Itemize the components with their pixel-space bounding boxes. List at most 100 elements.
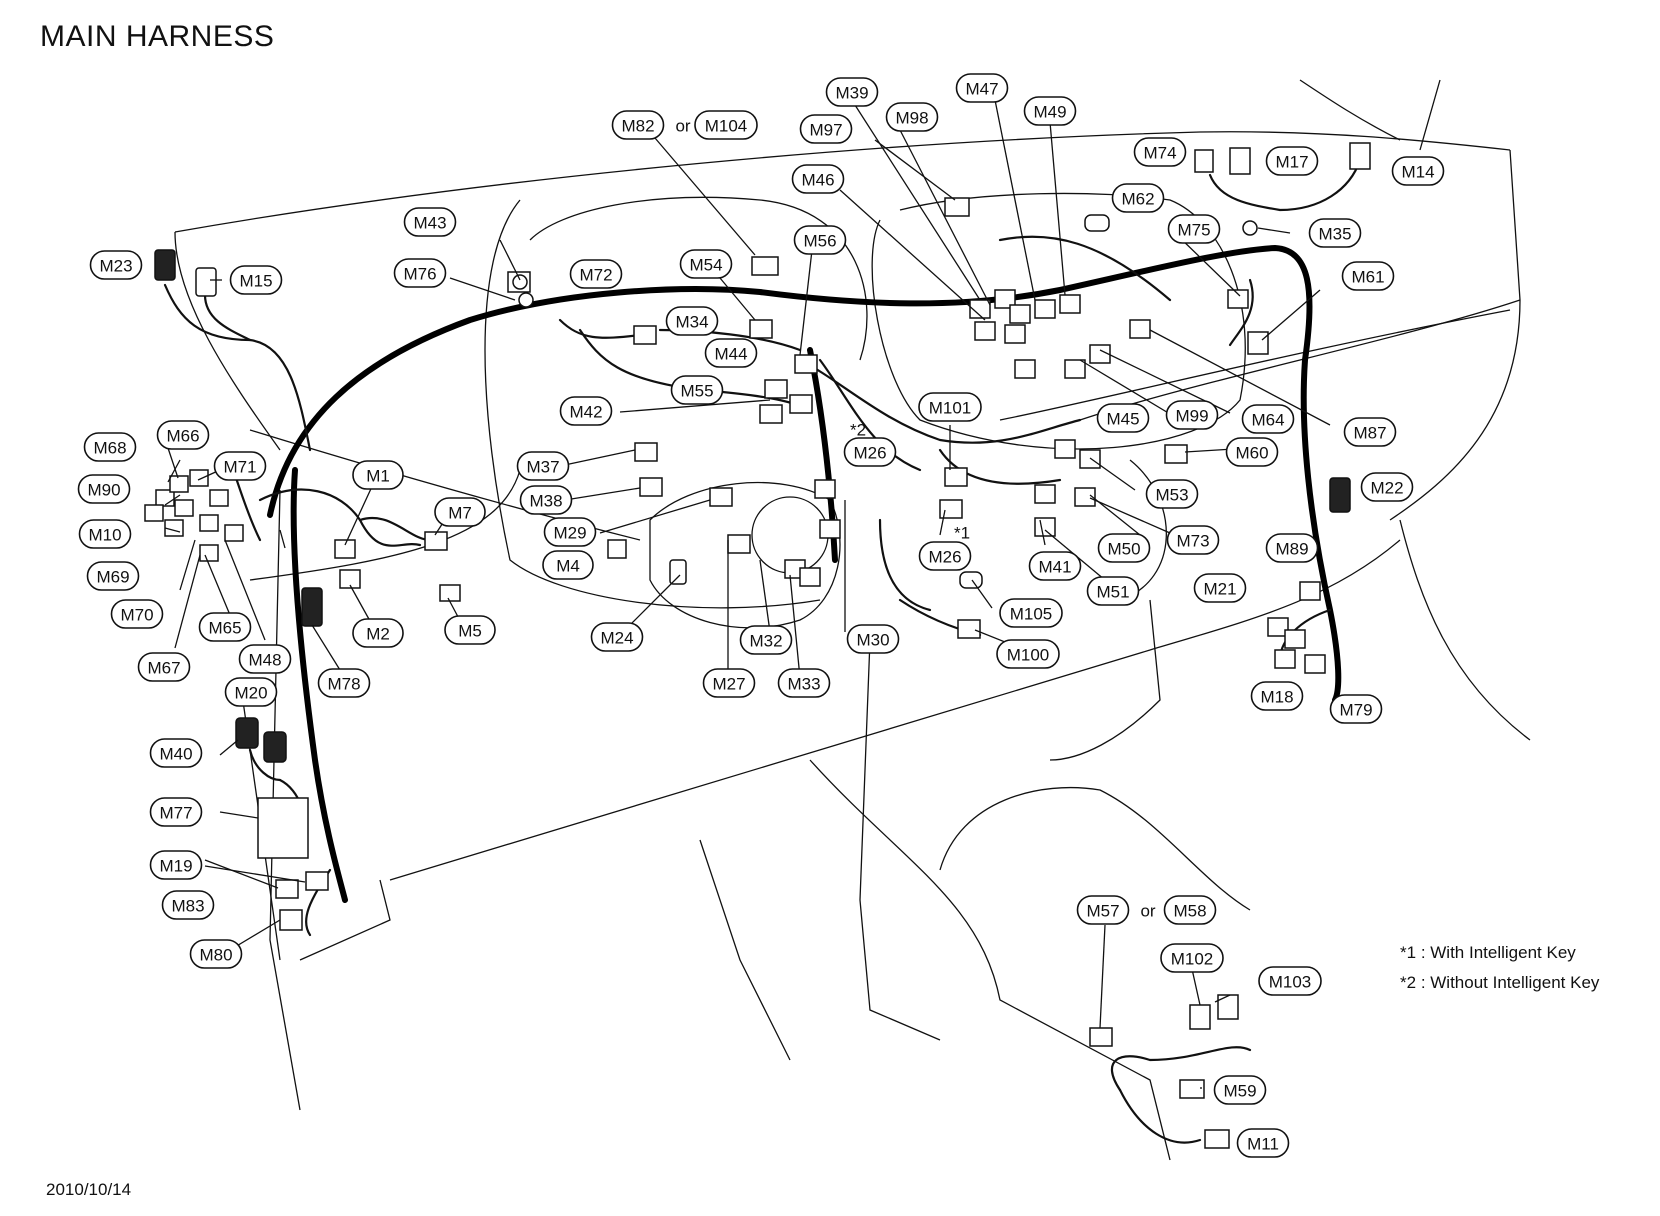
connector-label-text: M15 [239,272,272,291]
connector-label-text: M26 [928,548,961,567]
connector-label-m22: M22 [1360,472,1414,502]
connector-label-text: M78 [327,675,360,694]
connector-label-m37: M37 [516,451,570,481]
connector-label-m43: M43 [403,207,457,237]
connector-label-text: M22 [1370,479,1403,498]
connector-label-m34: M34 [665,306,719,336]
connector-label-m103: M103 [1258,966,1322,996]
connector-label-text: M30 [856,631,889,650]
connector-label-m66: M66 [156,420,210,450]
connector-label-text: M42 [569,403,602,422]
connector-label-m21: M21 [1193,573,1247,603]
connector-label-m23: M23 [89,250,143,280]
connector-label-m26b: M26 [918,541,972,571]
connector-label-text: M48 [248,651,281,670]
connector-label-m75: M75 [1167,214,1221,244]
leader-lines [164,99,1331,1089]
connector-label-m70: M70 [110,599,164,629]
connector-label-m10: M10 [78,519,132,549]
connector-label-text: M7 [448,504,472,523]
connector-label-text: M14 [1401,163,1434,182]
connector-label-m76: M76 [393,258,447,288]
note-marker-2: *2 [850,421,866,440]
connector-label-text: M41 [1038,558,1071,577]
connector-label-m41: M41 [1028,551,1082,581]
connector-label-m82: M82 [611,110,665,140]
connector-label-m48: M48 [238,644,292,674]
connector-label-m61: M61 [1341,261,1395,291]
connector-label-text: M104 [705,117,748,136]
connector-label-m35: M35 [1308,218,1362,248]
connector-label-text: M65 [208,619,241,638]
connector-label-m60: M60 [1225,437,1279,467]
connector-label-m14: M14 [1391,156,1445,186]
connector-label-m101: M101 [918,392,982,422]
connector-label-m20: M20 [224,677,278,707]
connector-label-m68: M68 [83,432,137,462]
connector-label-m79: M79 [1329,694,1383,724]
connector-label-text: M18 [1260,688,1293,707]
connector-label-text: M44 [714,345,747,364]
separator-or: or [1140,902,1155,921]
connector-label-text: M64 [1251,411,1284,430]
connector-label-m56: M56 [793,225,847,255]
footnote-2: *2 : Without Intelligent Key [1400,973,1600,992]
revision-date: 2010/10/14 [46,1180,132,1199]
connector-label-text: M101 [929,399,972,418]
connector-label-text: M1 [366,467,390,486]
connector-label-m7: M7 [434,497,486,527]
connector-label-text: M69 [96,568,129,587]
connector-label-m102: M102 [1160,943,1224,973]
connector-label-text: M99 [1175,407,1208,426]
connector-label-text: M4 [556,557,580,576]
connector-label-m50: M50 [1097,533,1151,563]
connector-label-m72: M72 [569,259,623,289]
connector-label-text: M50 [1107,540,1140,559]
connector-label-m77: M77 [149,797,203,827]
connector-label-m24: M24 [590,622,644,652]
connector-label-text: M62 [1121,190,1154,209]
connector-label-text: M89 [1275,540,1308,559]
note-marker-1: *1 [954,524,970,543]
connector-label-text: M35 [1318,225,1351,244]
connector-label-text: M103 [1269,973,1312,992]
connector-label-text: M56 [803,232,836,251]
connector-label-text: M33 [787,675,820,694]
connector-label-text: M72 [579,266,612,285]
connector-label-text: M90 [87,481,120,500]
connector-label-m64: M64 [1241,404,1295,434]
connector-label-text: M76 [403,265,436,284]
connector-label-m38: M38 [519,485,573,515]
connector-label-text: M75 [1177,221,1210,240]
connector-label-m15: M15 [229,265,283,295]
connector-label-text: M46 [801,171,834,190]
connector-label-text: M54 [689,256,722,275]
connector-label-m49: M49 [1023,96,1077,126]
connector-label-text: M10 [88,526,121,545]
connector-label-m29: M29 [543,517,597,547]
connector-label-m46: M46 [791,164,845,194]
connector-label-m97: M97 [799,114,853,144]
connector-label-text: M11 [1247,1135,1279,1154]
connector-label-text: M51 [1096,583,1129,602]
connector-label-text: M58 [1173,902,1206,921]
connector-label-m5: M5 [444,615,496,645]
connector-label-text: M17 [1275,153,1308,172]
connector-label-m71: M71 [213,451,267,481]
connector-label-text: M23 [99,257,132,276]
connector-label-text: M80 [199,946,232,965]
connector-label-m87: M87 [1343,417,1397,447]
connector-label-text: M24 [600,629,633,648]
connectors [144,142,1371,1149]
connector-label-m99: M99 [1165,400,1219,430]
connector-label-text: M61 [1351,268,1384,287]
connector-label-text: M43 [413,214,446,233]
connector-label-m80: M80 [189,939,243,969]
connector-label-text: M97 [809,121,842,140]
connector-label-text: M49 [1033,103,1066,122]
connector-label-text: M19 [159,857,192,876]
connector-label-m55: M55 [670,375,724,405]
connector-label-m73: M73 [1166,525,1220,555]
connector-label-m98: M98 [885,102,939,132]
connector-label-text: M29 [553,524,586,543]
